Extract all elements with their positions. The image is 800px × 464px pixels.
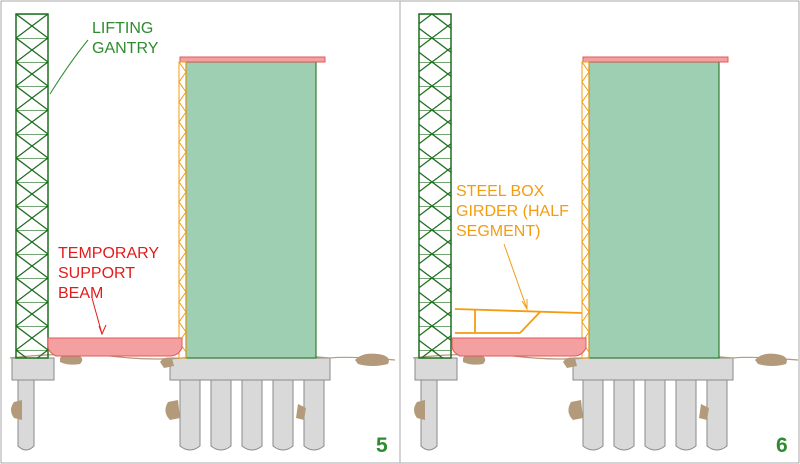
beam-label: TEMPORARY SUPPORT BEAM [58,245,163,302]
pile [675,379,697,451]
pile-cap [11,357,55,381]
pile [272,379,294,451]
pile [420,379,438,451]
rock [160,357,174,368]
lifting-gantry [15,13,49,359]
pile-cap [572,357,734,381]
edge-lattice [581,61,590,359]
step-number: 6 [776,434,788,457]
main-pile-group [568,357,734,451]
girder-leader [503,243,528,310]
beam-label-line: TEMPORARY [58,245,159,262]
rock [563,357,577,368]
edge-lattice-zigzag [178,61,187,353]
pile [582,379,604,451]
rock [414,400,425,420]
pile-cap [414,357,458,381]
beam-leader-arrow [98,324,107,336]
beam-label-line: SUPPORT [58,265,135,282]
pile [17,379,35,451]
girder-web [519,311,541,334]
main-pile-group [165,357,331,451]
girder-label-line: STEEL BOX [456,183,545,200]
pile [241,379,263,451]
pile [644,379,666,451]
pile [303,379,325,451]
rock [755,353,787,366]
rock [296,404,306,420]
step-number: 5 [376,434,388,457]
girder-top-flange [454,308,583,314]
tower-block [185,61,317,359]
gantry-label: LIFTING GANTRY [92,20,159,57]
gantry-label-line: LIFTING [92,20,153,37]
edge-lattice-zigzag [581,61,590,353]
rock [355,353,389,366]
pile [210,379,232,451]
rock [11,400,22,420]
rock [568,400,583,420]
girder-label-line: SEGMENT) [456,223,540,240]
left-pile-group [11,357,55,451]
gantry-label-line: GANTRY [92,40,159,57]
tower-block [588,61,720,359]
beam-label-line: BEAM [58,285,103,302]
rock [165,400,180,420]
girder-label-line: GIRDER (HALF [456,203,569,220]
panel-step-6: STEEL BOX GIRDER (HALF SEGMENT) 6 [412,13,799,457]
pile-cap [169,357,331,381]
steel-box-girder [454,308,583,334]
edge-lattice [178,61,187,359]
pile [706,379,728,451]
temporary-support-beam [47,337,183,357]
rock [699,404,709,420]
pile [179,379,201,451]
temporary-support-beam [451,337,587,357]
beam-leader [91,297,103,335]
girder-label: STEEL BOX GIRDER (HALF SEGMENT) [456,183,573,240]
tower-top-cap [179,56,326,63]
panel-step-5: LIFTING GANTRY TEMPORARY SUPPORT BEAM 5 [9,13,396,457]
gantry-leader [49,39,89,95]
girder-leader-arrow [521,299,528,311]
lifting-gantry [418,13,452,359]
left-pile-group [414,357,458,451]
pile [613,379,635,451]
tower-top-cap [582,56,729,63]
